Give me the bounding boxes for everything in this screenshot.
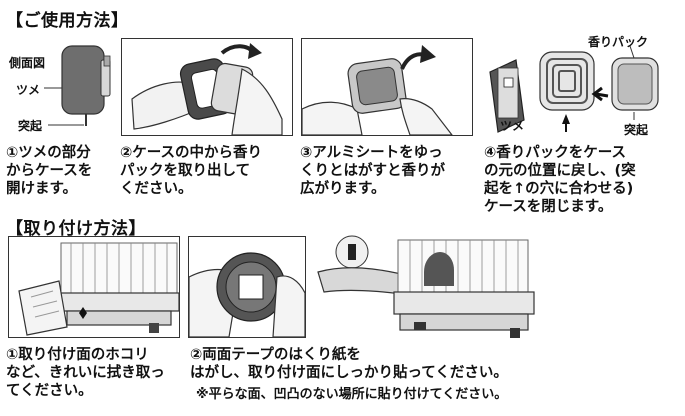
usage-step-3: ③アルミシートをゆっくりとはがすと香りが広がります。 <box>300 145 445 197</box>
install-note: ※平らな面、凹凸のない場所に貼り付けてください。 <box>196 387 508 402</box>
usage-section-title: 【ご使用方法】 <box>6 11 129 31</box>
protrusion-label: 突起 <box>18 119 43 133</box>
install-section-title: 【取り付け方法】 <box>6 219 146 239</box>
peel-tape-illustration <box>188 236 306 338</box>
usage-step-4: ④香りパックをケースの元の位置に戻し、(突起を↑の穴に合わせる)ケースを閉じます… <box>484 145 636 215</box>
remove-pack-illustration <box>121 38 293 136</box>
install-step-1: ①取り付け面のホコリなど、きれいに拭き取ってください。 <box>6 347 165 399</box>
side-view-diagram <box>8 38 113 138</box>
install-step-2: ②両面テープのはくり紙をはがし、取り付け面にしっかり貼ってください。 <box>190 347 508 381</box>
usage-step-2: ②ケースの中から香りパックを取り出してください。 <box>120 145 263 197</box>
tab-label: ツメ <box>16 83 41 97</box>
tab-right-label: ツメ <box>500 119 525 133</box>
reinsert-pack-diagram <box>484 40 684 138</box>
scent-pack-label: 香りパック <box>588 35 649 49</box>
protrusion-right-label: 突起 <box>624 123 649 137</box>
wipe-surface-illustration <box>8 236 180 338</box>
peel-aluminum-illustration <box>301 38 473 136</box>
side-view-label: 側面図 <box>9 56 46 70</box>
usage-step-1: ①ツメの部分からケースを開けます。 <box>6 145 93 197</box>
attach-to-cage-diagram <box>314 232 684 342</box>
